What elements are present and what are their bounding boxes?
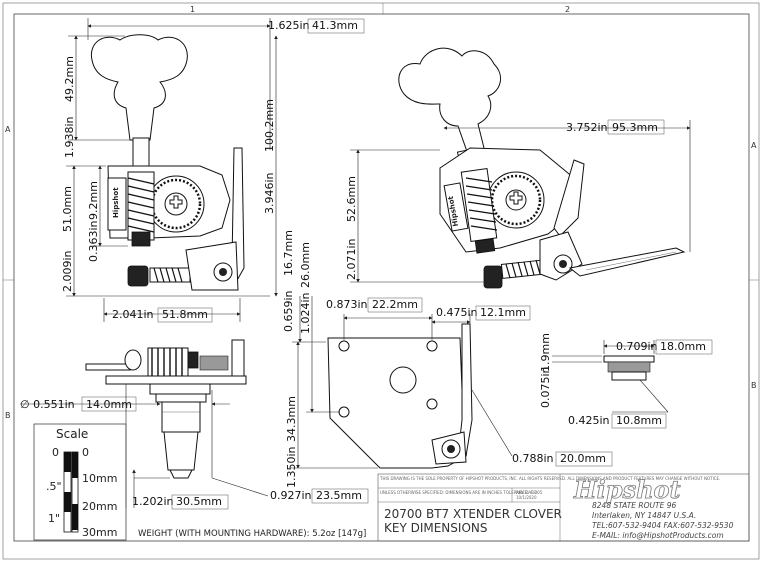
dim-width-overall-in: 1.625in [268, 19, 310, 32]
dim-post-diameter-mm: 14.0mm [86, 398, 132, 411]
back-plate-view [327, 323, 473, 469]
iso-view-dimensions: 3.752in 95.3mm 2.071in 52.6mm [345, 119, 691, 283]
company-logo: Hipshot [573, 475, 681, 504]
front-view-tuner: Hipshot [90, 34, 245, 291]
address-line1: 8248 STATE ROUTE 96 [592, 501, 676, 510]
scale-inch-half: .5" [46, 480, 62, 493]
dim-base-width-mm: 51.8mm [162, 308, 208, 321]
dim-plate-height-in: 1.024in [299, 292, 312, 334]
phone-fax: TEL:607-532-9404 FAX:607-532-9530 [592, 521, 734, 530]
front-view-dimensions: 1.625in 41.3mm 1.938in 49.2mm 3.946in 10… [61, 18, 365, 323]
zone-label-2: 2 [565, 5, 570, 14]
scale-mm-0: 0 [82, 446, 89, 459]
dim-plate-height-mm: 26.0mm [299, 242, 312, 288]
dim-total-height-mm: 100.2mm [263, 99, 276, 152]
dim-iso-length-in: 3.752in [566, 121, 608, 134]
dim-bushing-flange-mm: 1.9mm [539, 333, 552, 372]
dim-lever-offset-in: 0.475in [436, 306, 478, 319]
scale-mm-10: 10mm [82, 472, 117, 485]
dim-post-offset-mm: 9.2mm [87, 181, 100, 220]
dim-post-reach-in: 0.927in [270, 489, 312, 502]
dim-hole-offset-mm: 16.7mm [282, 230, 295, 276]
dim-plate-total-in: 1.350in [285, 446, 298, 488]
iso-view-tuner: Hipshot [398, 47, 686, 289]
drawing-title-line2: KEY DIMENSIONS [384, 521, 487, 535]
dim-lever-offset-mm: 12.1mm [480, 306, 526, 319]
dim-width-overall-mm: 41.3mm [312, 19, 358, 32]
zone-label-a-left: A [5, 125, 11, 134]
dim-post-length-in: 1.202in [132, 495, 174, 508]
dim-hole-spacing-mm: 22.2mm [372, 298, 418, 311]
dim-housing-height-mm: 51.0mm [61, 186, 74, 232]
rev-date: 10/1/2020 [516, 495, 537, 500]
units-note: UNLESS OTHERWISE SPECIFIED: DIMENSIONS A… [380, 490, 543, 495]
dim-plate-total-mm: 34.3mm [285, 396, 298, 442]
dim-iso-length-mm: 95.3mm [612, 121, 658, 134]
title-block: THIS DRAWING IS THE SOLE PROPERTY OF HIP… [377, 473, 750, 542]
dim-hole-offset-in: 0.659in [282, 290, 295, 332]
dim-bushing-height-in: 0.425in [568, 414, 610, 427]
drawing-title-line1: 20700 BT7 XTENDER CLOVER [384, 507, 562, 521]
dim-button-height-in: 1.938in [63, 116, 76, 158]
scale-inch-1: 1" [48, 512, 60, 525]
weight-note: WEIGHT (WITH MOUNTING HARDWARE): 5.2oz [… [138, 529, 366, 539]
zone-label-a-right: A [751, 141, 757, 150]
side-view-tuner [85, 339, 247, 479]
dim-base-width-in: 2.041in [112, 308, 154, 321]
dim-total-height-in: 3.946in [263, 172, 276, 214]
dim-iso-height-in: 2.071in [345, 238, 358, 280]
scale-inch-0: 0 [52, 446, 59, 459]
dim-lever-width-in: 0.788in [512, 452, 554, 465]
zone-label-b-right: B [751, 381, 757, 390]
dim-post-offset-in: 0.363in [87, 220, 100, 262]
dim-bushing-height-mm: 10.8mm [616, 414, 662, 427]
dim-lever-width-mm: 20.0mm [560, 452, 606, 465]
zone-label-b-left: B [5, 411, 11, 420]
dim-post-length-mm: 30.5mm [176, 495, 222, 508]
side-view-dimensions: ∅ 0.551in 14.0mm 1.202in 30.5mm 0.927in … [20, 384, 369, 510]
scale-title: Scale [56, 427, 88, 441]
dim-housing-height-in: 2.009in [61, 250, 74, 292]
dim-post-reach-mm: 23.5mm [316, 489, 362, 502]
housing-logo-text: Hipshot [112, 187, 120, 218]
address-line2: Interlaken, NY 14847 U.S.A. [592, 511, 696, 520]
dim-bushing-flange-in: 0.075in [539, 366, 552, 408]
zone-label-1: 1 [190, 5, 195, 14]
dim-bushing-diameter-in: 0.709in [616, 340, 658, 353]
dim-bushing-diameter-mm: 18.0mm [660, 340, 706, 353]
scale-mm-20: 20mm [82, 500, 117, 513]
scale-legend: Scale 0 .5" 1" 0 10mm 20mm 30mm [33, 423, 127, 541]
dim-button-height-mm: 49.2mm [63, 56, 76, 102]
bushing-view [603, 355, 655, 381]
bushing-dimensions: 0.709in 18.0mm 0.075in 1.9mm 0.425in 10.… [539, 333, 713, 429]
proprietary-note: THIS DRAWING IS THE SOLE PROPERTY OF HIP… [379, 476, 720, 481]
back-plate-dimensions: 0.659in 16.7mm 1.024in 26.0mm 0.873in 22… [282, 230, 613, 488]
scale-mm-30: 30mm [82, 526, 117, 539]
dim-post-diameter-in: ∅ 0.551in [20, 398, 75, 411]
rev-label: REV DATE: [516, 490, 537, 495]
dim-iso-height-mm: 52.6mm [345, 176, 358, 222]
dim-hole-spacing-in: 0.873in [326, 298, 368, 311]
email: E-MAIL: info@HipshotProducts.com [592, 531, 724, 540]
